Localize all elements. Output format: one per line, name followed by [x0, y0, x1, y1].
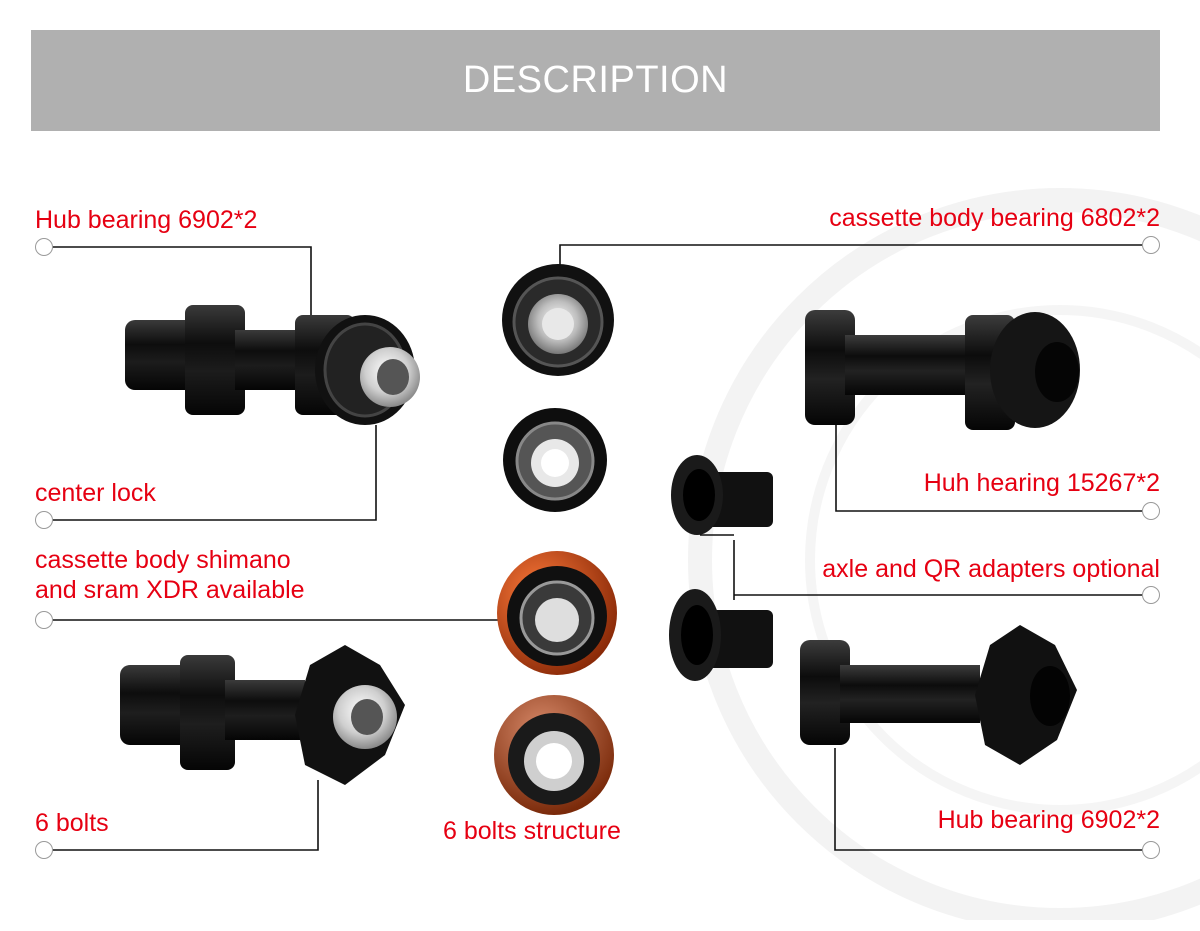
six-bolts-structure-image [494, 695, 614, 815]
label-six-bolts-structure: 6 bolts structure [443, 817, 621, 845]
label-cassette-body-bearing: cassette body bearing 6802*2 [829, 204, 1160, 232]
cassette-body-xdr-image [497, 551, 617, 675]
six-bolt-rear-hub-image [120, 645, 405, 785]
front-hub-center-lock-image [805, 310, 1080, 430]
label-huh-hearing: Huh hearing 15267*2 [923, 469, 1160, 497]
wheel-watermark [688, 188, 1200, 920]
banner-title: DESCRIPTION [462, 59, 729, 101]
label-hub-bearing-bottom-right: Hub bearing 6902*2 [937, 806, 1160, 834]
label-axle-adapters: axle and QR adapters optional [822, 555, 1160, 583]
marker-dot-hub-bearing-left [35, 238, 53, 256]
marker-dot-center-lock [35, 511, 53, 529]
marker-dot-huh-hearing [1142, 502, 1160, 520]
six-bolt-front-hub-image [800, 625, 1077, 765]
marker-dot-axle-adapters [1142, 586, 1160, 604]
center-lock-rear-hub-image [125, 305, 420, 425]
cassette-body-second-image [503, 408, 607, 512]
marker-dot-six-bolts [35, 841, 53, 859]
description-banner: DESCRIPTION [31, 30, 1160, 131]
axle-adapter-bottom-image [669, 589, 773, 681]
label-center-lock: center lock [35, 479, 156, 507]
marker-dot-hub-bearing-right [1142, 841, 1160, 859]
label-cassette-body-line1: cassette body shimano [35, 546, 291, 574]
cassette-body-bearing-image [502, 264, 614, 376]
marker-dot-cassette-body [35, 611, 53, 629]
axle-adapter-top-image [671, 455, 773, 535]
label-six-bolts: 6 bolts [35, 809, 109, 837]
marker-dot-cassette-bearing [1142, 236, 1160, 254]
label-cassette-body-line2: and sram XDR available [35, 576, 305, 604]
label-hub-bearing-top-left: Hub bearing 6902*2 [35, 206, 258, 234]
